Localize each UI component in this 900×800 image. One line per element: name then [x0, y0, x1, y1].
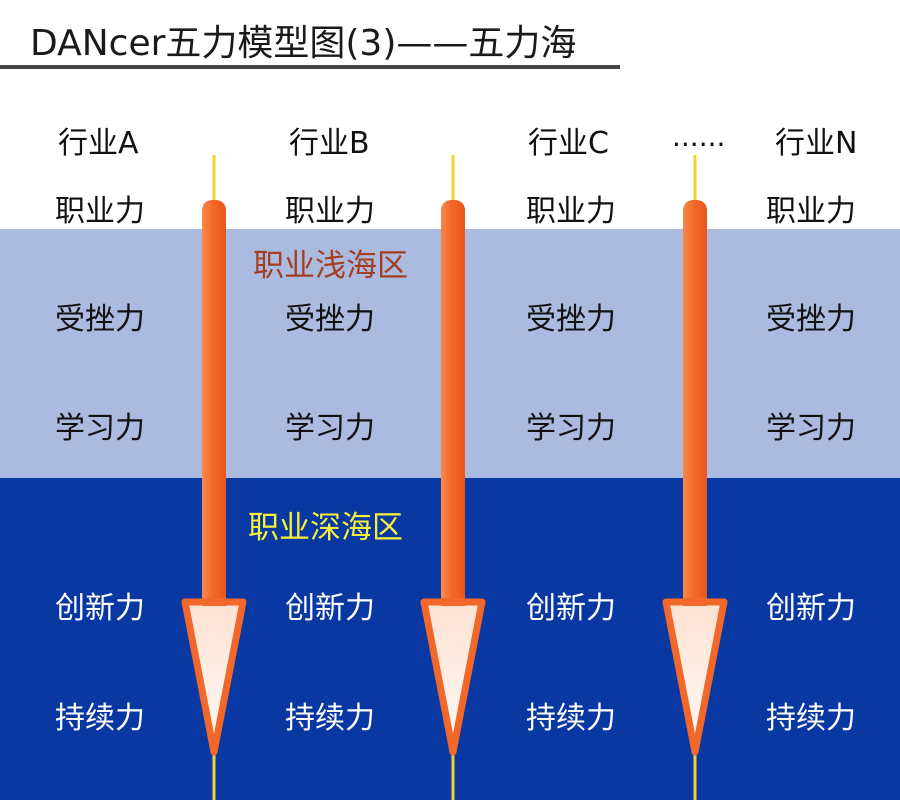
ability-label: 创新力 [766, 591, 856, 626]
ability-label: 受挫力 [55, 302, 145, 337]
ability-label: 职业力 [766, 194, 856, 229]
arrow-head [420, 598, 486, 756]
industry-header: 行业C [528, 126, 609, 161]
ability-label: 持续力 [285, 701, 375, 736]
arrow-shaft [441, 200, 465, 610]
arrow-shaft [683, 200, 707, 610]
arrow-neck [683, 598, 707, 606]
ability-label: 学习力 [285, 411, 375, 446]
industry-header: 行业N [775, 126, 858, 161]
ability-label: 职业力 [285, 194, 375, 229]
arrow-head [181, 598, 247, 756]
page-title: DANcer五力模型图(3)——五力海 [30, 23, 577, 64]
industry-header: 行业B [289, 126, 370, 161]
ability-label: 持续力 [526, 701, 616, 736]
arrow-neck [202, 598, 226, 606]
ability-label: 学习力 [526, 411, 616, 446]
ability-label: 学习力 [55, 411, 145, 446]
ability-label: 受挫力 [526, 302, 616, 337]
shallow-zone-label: 职业浅海区 [253, 248, 408, 284]
title-underline [0, 65, 620, 69]
ability-label: 持续力 [55, 701, 145, 736]
arrow-head [662, 598, 728, 756]
ability-label: 创新力 [526, 591, 616, 626]
ability-label: 学习力 [766, 411, 856, 446]
ellipsis-text: ...... [672, 120, 726, 153]
ability-label: 职业力 [526, 194, 616, 229]
ability-label: 持续力 [766, 701, 856, 736]
arrow-shaft [202, 200, 226, 610]
ability-label: 创新力 [55, 591, 145, 626]
industry-header: 行业A [58, 126, 139, 161]
ability-label: 创新力 [285, 591, 375, 626]
deep-zone-label: 职业深海区 [248, 510, 403, 546]
arrow-neck [441, 598, 465, 606]
ability-label: 受挫力 [766, 302, 856, 337]
ability-label: 职业力 [55, 194, 145, 229]
ability-label: 受挫力 [285, 302, 375, 337]
